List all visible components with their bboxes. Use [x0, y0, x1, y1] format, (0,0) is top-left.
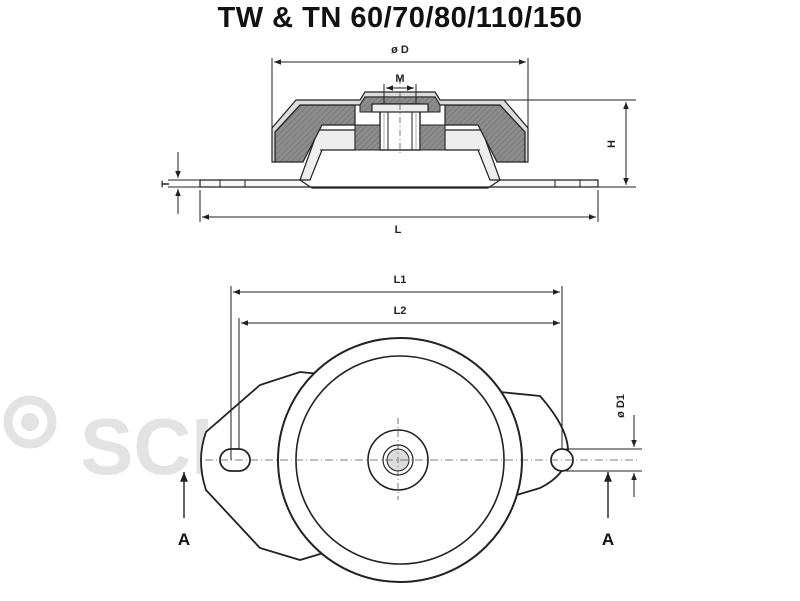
dimension-d: ø D — [271, 44, 529, 128]
dimension-t: T — [160, 152, 200, 214]
dimension-m: M — [383, 73, 417, 104]
watermark-logo-icon — [3, 395, 57, 449]
label-diameter-d: ø D — [391, 44, 409, 56]
drawing-title: TW & TN 60/70/80/110/150 — [217, 2, 583, 34]
dimension-l2: L2 — [238, 305, 563, 449]
section-marker-right: A — [602, 472, 614, 549]
section-label-right: A — [602, 530, 614, 549]
dimension-d1: ø D1 — [566, 394, 642, 497]
label-l2: L2 — [394, 305, 407, 317]
label-diameter-d1: ø D1 — [615, 394, 627, 418]
dimension-h: H — [440, 99, 636, 188]
outer-cover — [271, 91, 529, 163]
label-l1: L1 — [394, 274, 407, 286]
section-label-left: A — [178, 530, 190, 549]
label-m: M — [395, 73, 404, 85]
dimension-l: L — [199, 190, 599, 236]
base-plate — [199, 179, 599, 189]
side-view — [199, 78, 599, 189]
section-marker-left: A — [178, 472, 190, 549]
label-t: T — [160, 180, 172, 187]
label-l: L — [395, 224, 402, 236]
label-h: H — [606, 140, 618, 148]
top-view — [200, 337, 640, 583]
